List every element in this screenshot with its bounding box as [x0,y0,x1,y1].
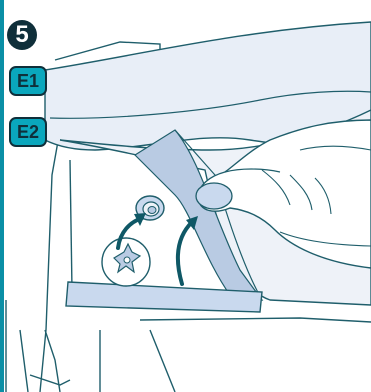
step-number-icon: 5 [7,20,37,50]
tag-e2: E2 [9,117,47,147]
knob-icon [102,238,150,286]
tag-e1: E1 [9,66,47,96]
